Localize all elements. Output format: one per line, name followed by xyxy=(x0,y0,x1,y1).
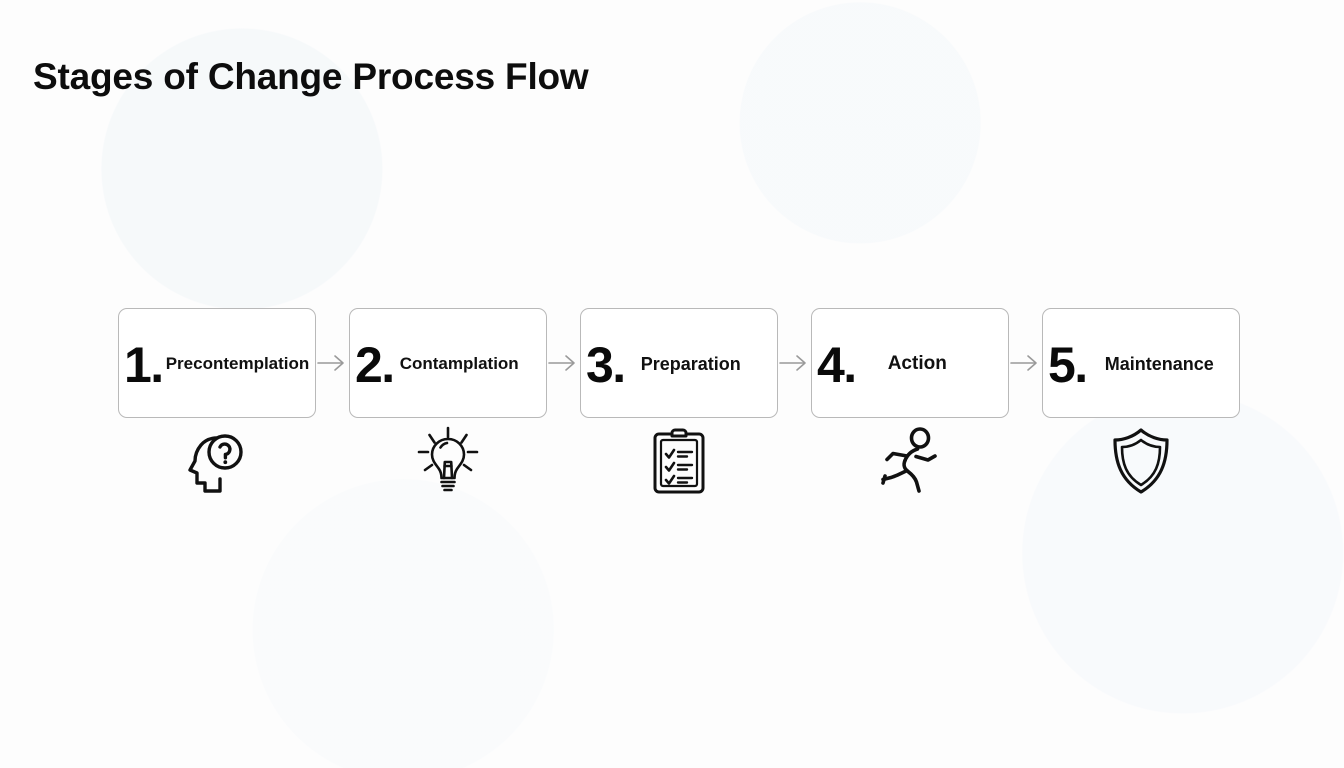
step-number-4: 4. xyxy=(817,337,857,393)
lightbulb-icon xyxy=(349,426,547,496)
step-card-1[interactable]: 1. Precontemplation xyxy=(118,308,316,418)
step-label-5: Maintenance xyxy=(1104,353,1214,374)
step-label-1: Precontemplation xyxy=(165,354,310,373)
process-flow-row: 1. Precontemplation 2. Contamplation xyxy=(118,308,1240,494)
step-number-2: 2. xyxy=(355,337,395,393)
step-card-5[interactable]: 5. Maintenance xyxy=(1042,308,1240,418)
running-person-icon xyxy=(811,426,1009,496)
clipboard-checklist-icon xyxy=(580,426,778,496)
step-card-4[interactable]: 4. Action xyxy=(811,308,1009,418)
flow-arrow-1 xyxy=(316,308,349,418)
step-label-4: Action xyxy=(887,353,947,374)
flow-arrow-2 xyxy=(547,308,580,418)
process-step-4[interactable]: 4. Action xyxy=(811,308,1009,493)
flow-arrow-4 xyxy=(1009,308,1042,418)
step-number-5: 5. xyxy=(1048,337,1088,393)
step-number-1: 1. xyxy=(124,337,164,393)
step-label-3: Preparation xyxy=(640,353,741,374)
flow-arrow-3 xyxy=(778,308,811,418)
process-step-2[interactable]: 2. Contamplation xyxy=(349,308,547,492)
page-title: Stages of Change Process Flow xyxy=(33,55,589,97)
step-label-2: Contamplation xyxy=(399,354,519,373)
head-question-icon xyxy=(118,426,316,496)
process-step-5[interactable]: 5. Maintenance xyxy=(1042,308,1240,494)
step-card-2[interactable]: 2. Contamplation xyxy=(349,308,547,418)
process-step-3[interactable]: 3. Preparation xyxy=(580,308,778,494)
step-card-3[interactable]: 3. Preparation xyxy=(580,308,778,418)
step-number-3: 3. xyxy=(586,337,626,393)
process-step-1[interactable]: 1. Precontemplation xyxy=(118,308,316,493)
shield-icon xyxy=(1042,426,1240,496)
